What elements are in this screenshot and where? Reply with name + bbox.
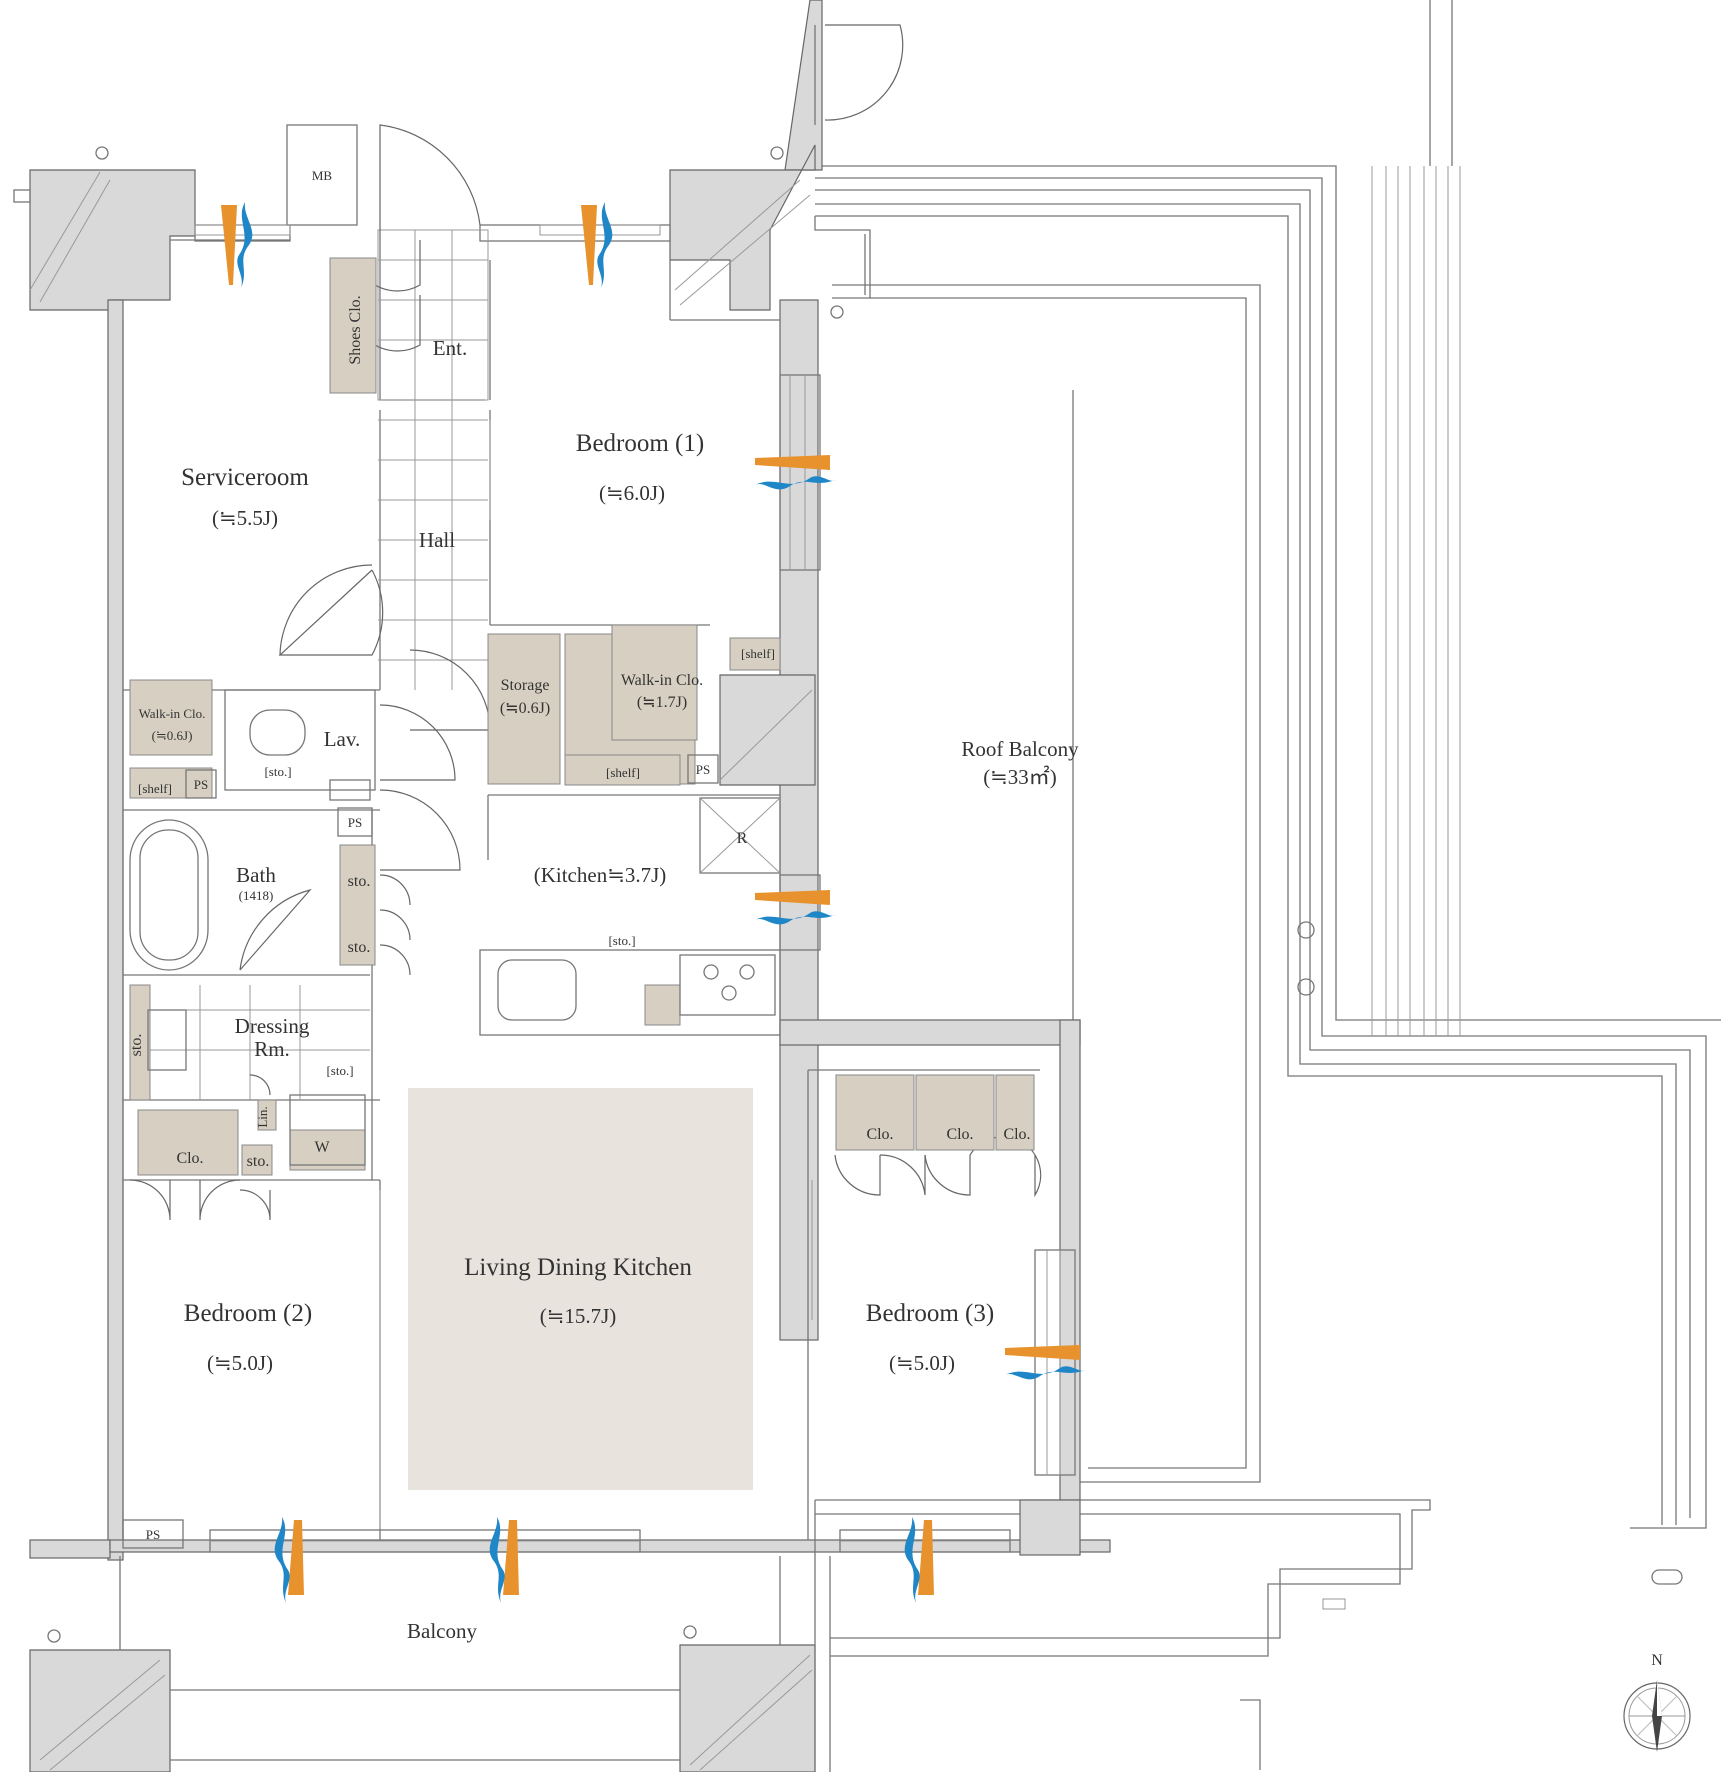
serviceroom-name: Serviceroom bbox=[181, 464, 309, 491]
airflow-icon bbox=[489, 1517, 519, 1603]
compass: N bbox=[1623, 1652, 1691, 1752]
balcony-name: Balcony bbox=[407, 1619, 477, 1643]
bedroom3-name: Bedroom (3) bbox=[866, 1300, 994, 1327]
sto-bracket-label: [sto.] bbox=[264, 764, 291, 779]
shelf-label: [shelf] bbox=[606, 765, 640, 780]
lavatory-label: Lav. bbox=[324, 727, 361, 751]
shelf-label: [shelf] bbox=[138, 781, 172, 796]
closet-label: Clo. bbox=[176, 1150, 203, 1167]
ps-label: PS bbox=[696, 762, 710, 777]
bath-size: (1418) bbox=[239, 888, 274, 903]
airflow-icon bbox=[755, 890, 835, 925]
walkin-closet2-name: Walk-in Clo. bbox=[139, 706, 206, 721]
airflow-icon bbox=[904, 1517, 934, 1603]
ldk-area bbox=[408, 1088, 753, 1490]
ps-label: PS bbox=[194, 777, 208, 792]
plumbing-fixtures bbox=[129, 689, 781, 1166]
bath-name: Bath bbox=[236, 863, 276, 887]
fixture-labels: [shelf] [shelf] [shelf] [sto.] [sto.] [s… bbox=[128, 646, 1031, 1170]
storage-size: (≒0.6J) bbox=[500, 700, 550, 717]
kitchen-label: (Kitchen≒3.7J) bbox=[534, 863, 667, 887]
sto-label: sto. bbox=[128, 1034, 145, 1057]
ps-boxes: PS PS PS PS bbox=[122, 754, 719, 1549]
sto-label: sto. bbox=[348, 873, 371, 890]
mb-label: MB bbox=[312, 168, 333, 183]
compass-north-label: N bbox=[1651, 1652, 1663, 1669]
ps-label: PS bbox=[348, 815, 362, 830]
dressing-room-line1: Dressing bbox=[235, 1014, 310, 1038]
ps-label: PS bbox=[146, 1527, 160, 1542]
washer-label: W bbox=[314, 1139, 330, 1156]
structural-walls bbox=[13, 0, 1111, 1772]
walkin-closet2-size: (≒0.6J) bbox=[152, 728, 193, 743]
bedroom2-name: Bedroom (2) bbox=[184, 1300, 312, 1327]
dressing-room-line2: Rm. bbox=[254, 1037, 290, 1061]
vent-markers bbox=[47, 146, 784, 1643]
linen-label: Lin. bbox=[255, 1106, 270, 1127]
airflow-icon bbox=[755, 455, 835, 490]
bedroom3-size: (≒5.0J) bbox=[889, 1351, 955, 1375]
roof-balcony-size: (≒33㎡) bbox=[983, 765, 1057, 789]
hall-label: Hall bbox=[419, 528, 455, 552]
airflow-icon bbox=[1005, 1345, 1085, 1380]
sto-bracket-label: [sto.] bbox=[326, 1063, 353, 1078]
roof-balcony-outlines bbox=[814, 0, 1721, 1770]
storage-name: Storage bbox=[501, 677, 550, 694]
closet-label: Clo. bbox=[866, 1126, 893, 1143]
airflow-icon bbox=[274, 1517, 304, 1603]
doors bbox=[129, 24, 1042, 1221]
room-labels: Serviceroom (≒5.5J) Bedroom (1) (≒6.0J) … bbox=[139, 336, 1080, 1643]
entrance-label: Ent. bbox=[433, 336, 467, 360]
airflow-icon bbox=[581, 202, 613, 288]
closet-label: Clo. bbox=[1003, 1126, 1030, 1143]
fridge-label: R bbox=[737, 830, 748, 847]
ldk-size: (≒15.7J) bbox=[540, 1304, 617, 1328]
sto-bracket-label: [sto.] bbox=[608, 933, 635, 948]
bedroom2-size: (≒5.0J) bbox=[207, 1351, 273, 1375]
serviceroom-size: (≒5.5J) bbox=[212, 506, 278, 530]
walkin-closet1-name: Walk-in Clo. bbox=[621, 672, 703, 689]
walkin-closet1-size: (≒1.7J) bbox=[637, 694, 687, 711]
shoes-closet-label: Shoes Clo. bbox=[347, 295, 364, 364]
storage-units: Shoes Clo. bbox=[129, 257, 1035, 1176]
bedroom1-name: Bedroom (1) bbox=[576, 430, 704, 457]
compass-icon bbox=[1623, 1680, 1691, 1752]
roof-balcony-name: Roof Balcony bbox=[961, 737, 1079, 761]
shelf-label: [shelf] bbox=[741, 646, 775, 661]
interior-walls bbox=[122, 224, 1040, 1540]
sto-label: sto. bbox=[348, 939, 371, 956]
airflow-icons bbox=[221, 202, 1085, 1603]
mb-box bbox=[286, 124, 358, 226]
ldk-name: Living Dining Kitchen bbox=[464, 1254, 692, 1281]
closet-label: Clo. bbox=[946, 1126, 973, 1143]
bedroom1-size: (≒6.0J) bbox=[599, 481, 665, 505]
airflow-icon bbox=[221, 202, 253, 288]
sto-label: sto. bbox=[247, 1153, 270, 1170]
